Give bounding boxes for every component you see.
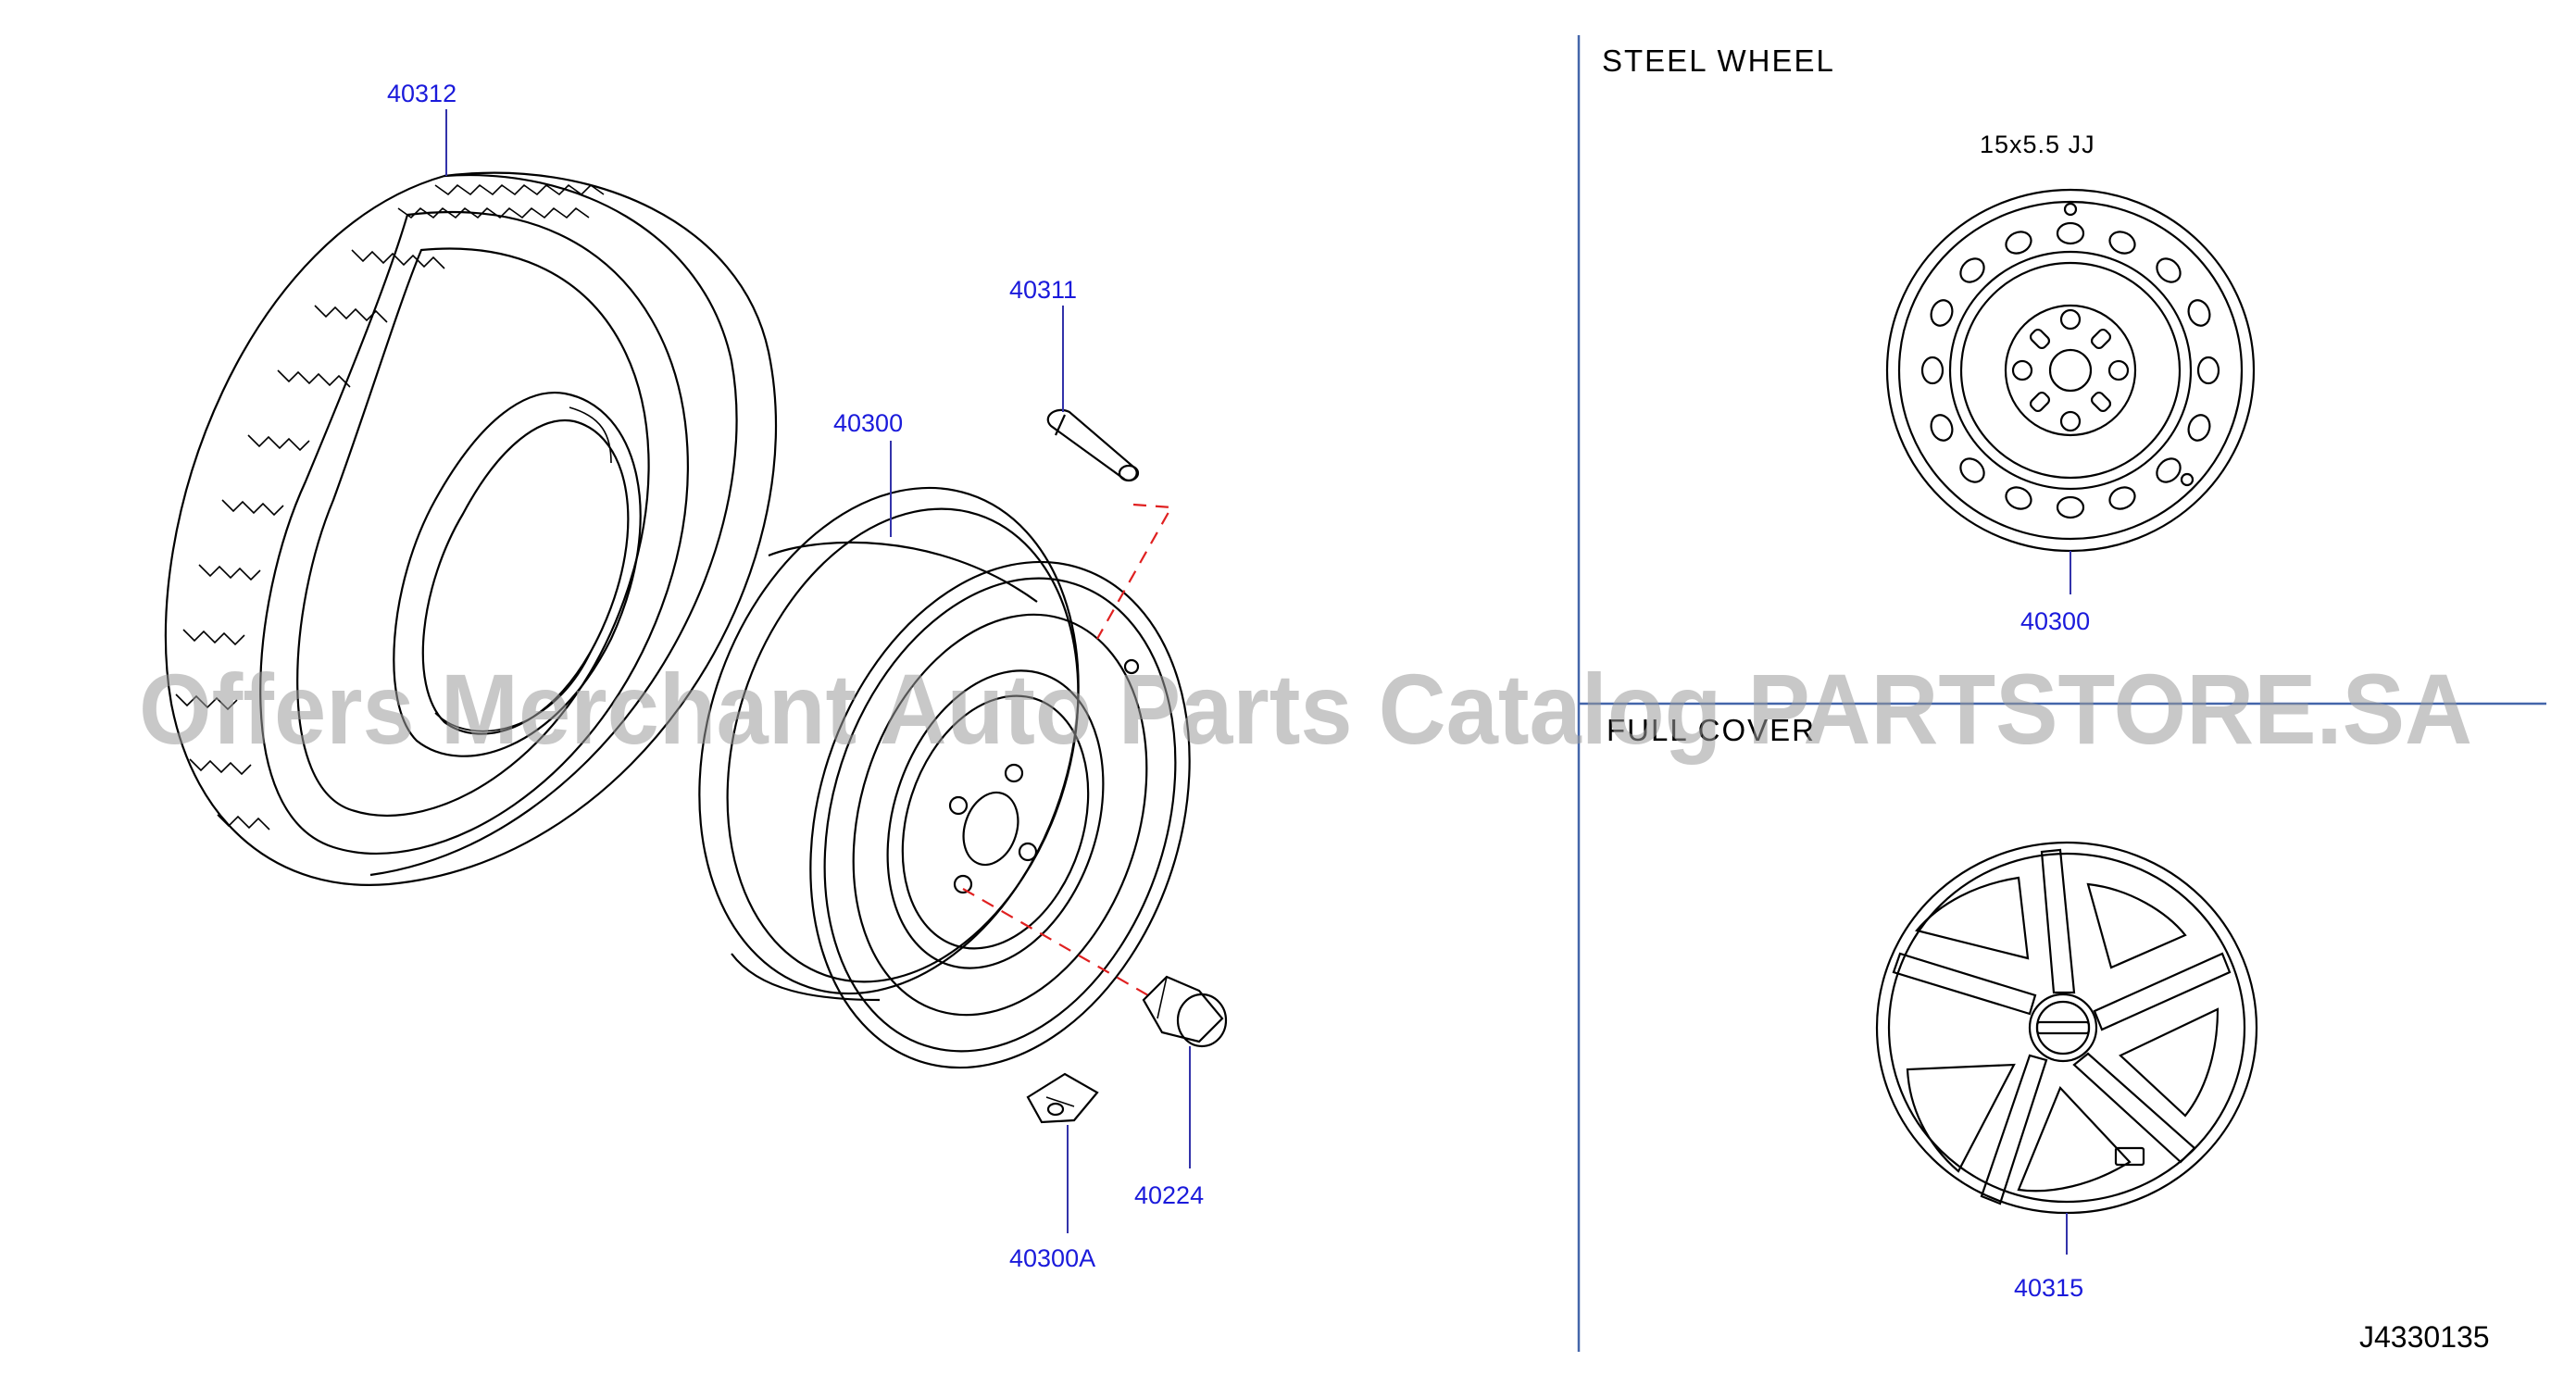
callout-wheel[interactable]: 40300: [833, 409, 903, 437]
diagram-code: J4330135: [2359, 1320, 2490, 1354]
callout-weight[interactable]: 40300A: [1009, 1244, 1095, 1272]
callout-tire[interactable]: 40312: [387, 80, 456, 107]
wheel-cover-drawing[interactable]: [1875, 841, 2258, 1215]
cover-spokes: [1892, 848, 2232, 1205]
balance-weight-drawing[interactable]: [1026, 1072, 1099, 1124]
nut-drawing[interactable]: [1142, 975, 1228, 1048]
callout-nut[interactable]: 40224: [1134, 1181, 1204, 1209]
callout-steel-wheel[interactable]: 40300: [2020, 607, 2090, 635]
wheel-size-label: 15x5.5 JJ: [1980, 131, 2095, 158]
watermark-text: Offers Merchant Auto Parts Catalog PARTS…: [139, 653, 2472, 765]
steel-wheel-front-drawing[interactable]: [1885, 188, 2256, 553]
full-cover-heading: FULL COVER: [1607, 713, 1816, 747]
callout-valve[interactable]: 40311: [1009, 276, 1077, 304]
wheel-drawing[interactable]: [637, 438, 1252, 1117]
callout-wheel-cover[interactable]: 40315: [2014, 1274, 2083, 1302]
guide-valve: [1096, 503, 1173, 640]
steel-wheel-heading: STEEL WHEEL: [1602, 44, 1835, 78]
valve-drawing[interactable]: [1046, 408, 1140, 482]
guide-nut: [962, 888, 1149, 996]
tire-drawing[interactable]: [164, 171, 778, 886]
